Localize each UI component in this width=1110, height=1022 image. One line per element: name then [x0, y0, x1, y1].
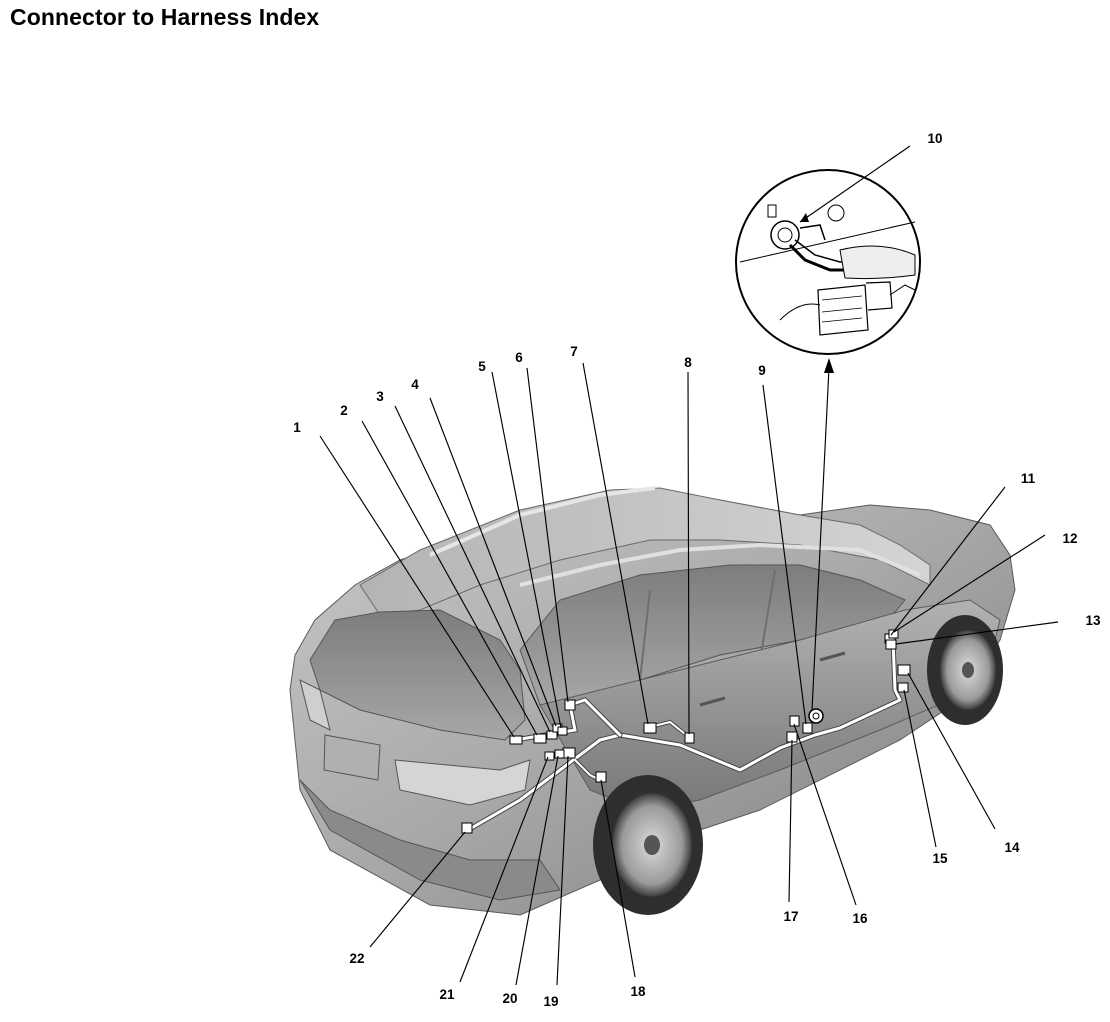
connector-21: [544, 751, 555, 761]
connector-6: [564, 699, 576, 711]
callout-2: 2: [340, 403, 348, 418]
connector-15: [897, 682, 909, 693]
callout-7: 7: [570, 344, 578, 359]
leader-lines: [319, 145, 1059, 986]
callout-5: 5: [478, 359, 486, 374]
connector-20: [554, 749, 565, 759]
callout-8: 8: [684, 355, 692, 370]
callout-12: 12: [1062, 531, 1077, 546]
callout-15: 15: [932, 851, 948, 866]
vehicle-illustration: [289, 486, 1016, 916]
callout-21: 21: [439, 987, 455, 1002]
connector-7: [643, 722, 657, 734]
detail-inset: [735, 169, 921, 355]
callout-13: 13: [1085, 613, 1101, 628]
connector-9: [802, 722, 813, 734]
connector-3: [546, 730, 558, 740]
connector-19: [562, 747, 576, 759]
connectors: [461, 629, 911, 834]
connector-22: [461, 822, 473, 834]
connector-13: [885, 639, 897, 650]
callout-4: 4: [411, 377, 419, 392]
callout-22: 22: [349, 951, 364, 966]
callout-19: 19: [543, 994, 558, 1009]
callout-11: 11: [1021, 471, 1036, 486]
connector-12: [888, 629, 899, 639]
callout-1: 1: [293, 420, 301, 435]
page-title: Connector to Harness Index: [10, 4, 320, 30]
connector-1: [509, 735, 523, 745]
callout-9: 9: [758, 363, 766, 378]
callout-6: 6: [515, 350, 523, 365]
callout-18: 18: [630, 984, 646, 999]
connector-8: [684, 732, 695, 744]
callout-numbers: 1 2 3 4 5 6 7 8 9 10 11 12 13 14 15 16 1…: [293, 131, 1101, 1009]
callout-17: 17: [783, 909, 798, 924]
callout-16: 16: [852, 911, 868, 926]
callout-3: 3: [376, 389, 384, 404]
connector-14: [897, 664, 911, 676]
connector-2: [533, 733, 547, 744]
callout-20: 20: [502, 991, 517, 1006]
callout-10: 10: [927, 131, 942, 146]
connector-10: [808, 708, 824, 724]
connector-5: [557, 726, 568, 736]
callout-14: 14: [1004, 840, 1020, 855]
